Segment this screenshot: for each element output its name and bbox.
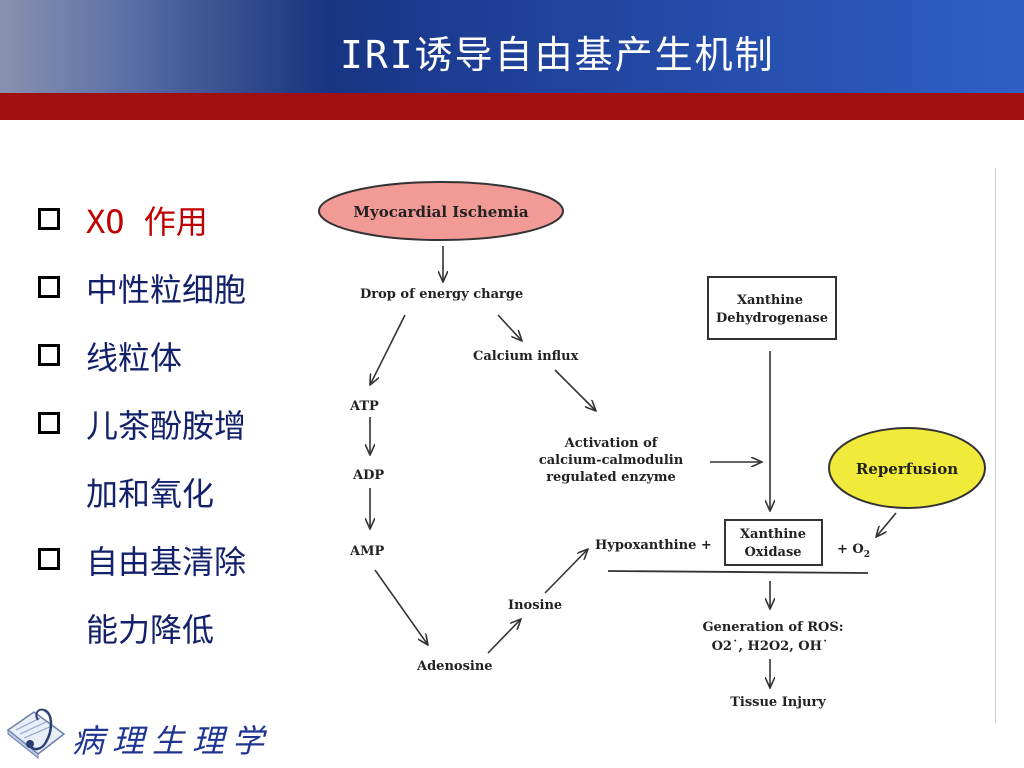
- adenosine-label: Adenosine: [416, 659, 493, 674]
- bullet-text: 儿茶酚胺增: [86, 407, 247, 445]
- xanthine-dehydrogenase-node: [707, 276, 837, 340]
- bullet-text: 线粒体: [86, 339, 183, 377]
- bullet-text: 自由基清除: [86, 543, 247, 581]
- arrow: [374, 569, 428, 645]
- header-bar: IRI诱导自由基产生机制: [0, 0, 1024, 93]
- site-url[interactable]: http://www.pmph.com: [803, 191, 966, 206]
- atp-label: ATP: [349, 399, 379, 414]
- reaction-line: [607, 570, 869, 574]
- checkbox-icon: [38, 344, 60, 366]
- inosine-label: Inosine: [508, 598, 562, 613]
- red-band: http://www.pmph.com: [0, 93, 1024, 206]
- arrow: [876, 512, 897, 537]
- slide-title: IRI诱导自由基产生机制: [340, 33, 775, 77]
- xdh-line-2: Dehydrogenase: [716, 311, 828, 326]
- arrow: [497, 314, 522, 341]
- plus-oxygen-label: + O2: [837, 542, 870, 560]
- activation-line-1: Activation of: [564, 436, 659, 451]
- checkbox-icon: [38, 548, 60, 570]
- ischemia-node: [318, 181, 564, 241]
- bullet-text: 中性粒细胞: [86, 271, 247, 309]
- calcium-influx-label: Calcium influx: [473, 349, 579, 364]
- tissue-injury-label: Tissue Injury: [730, 695, 826, 710]
- activation-line-3: regulated enzyme: [546, 470, 676, 485]
- reperfusion-label: Reperfusion: [856, 460, 958, 478]
- xo-line-1: Xanthine: [740, 527, 806, 542]
- drop-energy-label: Drop of energy charge: [360, 287, 523, 302]
- bullet-mitochondria: 线粒体: [38, 324, 318, 392]
- xanthine-oxidase-node: [724, 519, 823, 566]
- adp-label: ADP: [352, 468, 384, 483]
- ros-title: Generation of ROS:: [702, 620, 843, 635]
- arrow: [370, 314, 406, 385]
- amp-label: AMP: [349, 544, 384, 559]
- ros-species: O2˙, H2O2, OH˙: [712, 639, 829, 654]
- bullet-list: XO 作用 中性粒细胞 线粒体 儿茶酚胺增 加和氧化 自由基清除 能力降低: [38, 188, 318, 664]
- bullet-catecholamine: 儿茶酚胺增: [38, 392, 318, 460]
- diagram-divider: [995, 168, 996, 723]
- mechanism-diagram: Myocardial Ischemia Drop of energy charg…: [300, 165, 1000, 725]
- ischemia-label: Myocardial Ischemia: [353, 203, 529, 221]
- bullet-text: XO 作用: [86, 203, 208, 241]
- bullet-neutrophil: 中性粒细胞: [38, 256, 318, 324]
- xdh-line-1: Xanthine: [737, 293, 803, 308]
- bullet-text-continued: 能力降低: [86, 611, 215, 649]
- arrow: [554, 369, 596, 411]
- xo-line-2: Oxidase: [744, 545, 801, 560]
- bullet-text-continued: 加和氧化: [86, 475, 215, 513]
- checkbox-icon: [38, 276, 60, 298]
- bullet-xo: XO 作用: [38, 188, 318, 256]
- activation-line-2: calcium-calmodulin: [539, 453, 684, 468]
- footer-subject-title: 病理生理学: [72, 722, 273, 760]
- reperfusion-node: [828, 427, 986, 509]
- header-accent: [0, 0, 330, 93]
- checkbox-icon: [38, 412, 60, 434]
- hypoxanthine-label: Hypoxanthine +: [595, 538, 712, 553]
- checkbox-icon: [38, 208, 60, 230]
- arrow: [487, 619, 521, 654]
- stethoscope-book-icon: [4, 700, 68, 764]
- arrow: [544, 549, 588, 594]
- bullet-scavenging: 自由基清除: [38, 528, 318, 596]
